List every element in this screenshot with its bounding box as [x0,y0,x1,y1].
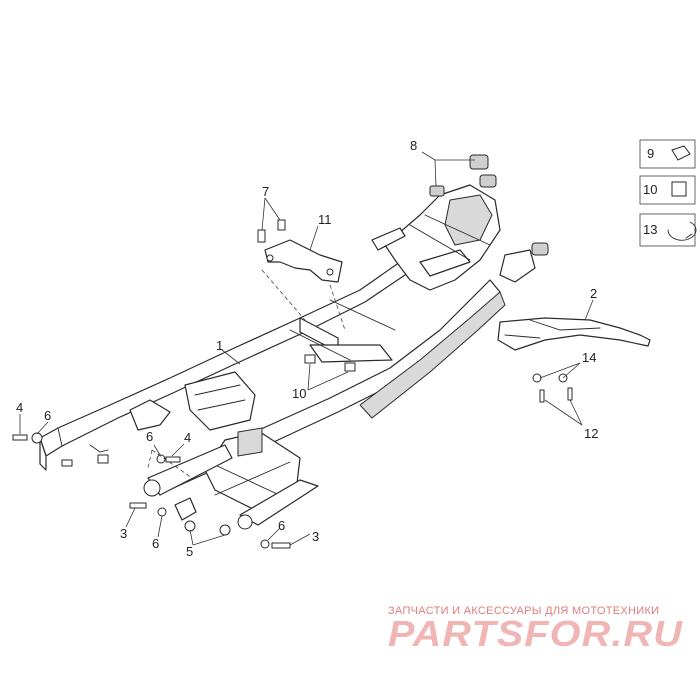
watermark-logo-text: PARTSFOR.RU [388,613,683,652]
callout-5: 5 [186,544,193,559]
callout-11: 11 [318,212,332,227]
plug-10 [304,354,356,372]
callout-labels: 8 7 11 1 2 14 12 10 4 6 6 4 3 6 5 6 3 9 … [16,138,657,559]
inset-box-9 [639,139,696,169]
callout-7: 7 [262,184,269,199]
inset-box-10 [639,175,696,205]
watermark-tagline: ЗАПЧАСТИ И АКСЕССУАРЫ ДЛЯ МОТОТЕХНИКИ [388,605,660,617]
callout-12: 12 [584,426,598,441]
buffer-8 [429,154,549,256]
callout-6-lower: 6 [152,536,159,551]
small-sensor [61,454,109,467]
bracket-11 [264,239,343,283]
screw-7 [257,219,286,243]
watermark-logo: PARTSFOR.RU [388,613,683,652]
callout-8: 8 [410,138,417,153]
leader-lines [19,151,594,546]
screw-3-right [260,539,291,549]
callout-6-mid: 6 [146,429,153,444]
bracket-2 [497,317,651,351]
screw-3-left [129,502,167,517]
callout-13: 13 [643,222,657,237]
screw-12-14 [532,373,573,403]
callout-4-left: 4 [16,400,23,415]
nut-5 [184,520,231,536]
callout-1: 1 [216,338,223,353]
callout-2: 2 [590,286,597,301]
callout-10-inset: 10 [643,182,657,197]
screw-4-left [12,432,43,444]
callout-3-right: 3 [312,529,319,544]
inset-box-13 [639,213,697,247]
callout-9: 9 [647,146,654,161]
rear-subframe [39,184,536,530]
callout-14: 14 [582,350,596,365]
callout-4-mid: 4 [184,430,191,445]
callout-6-right: 6 [278,518,285,533]
callout-6-left: 6 [44,408,51,423]
callout-3-left: 3 [120,526,127,541]
callout-10-main: 10 [292,386,306,401]
